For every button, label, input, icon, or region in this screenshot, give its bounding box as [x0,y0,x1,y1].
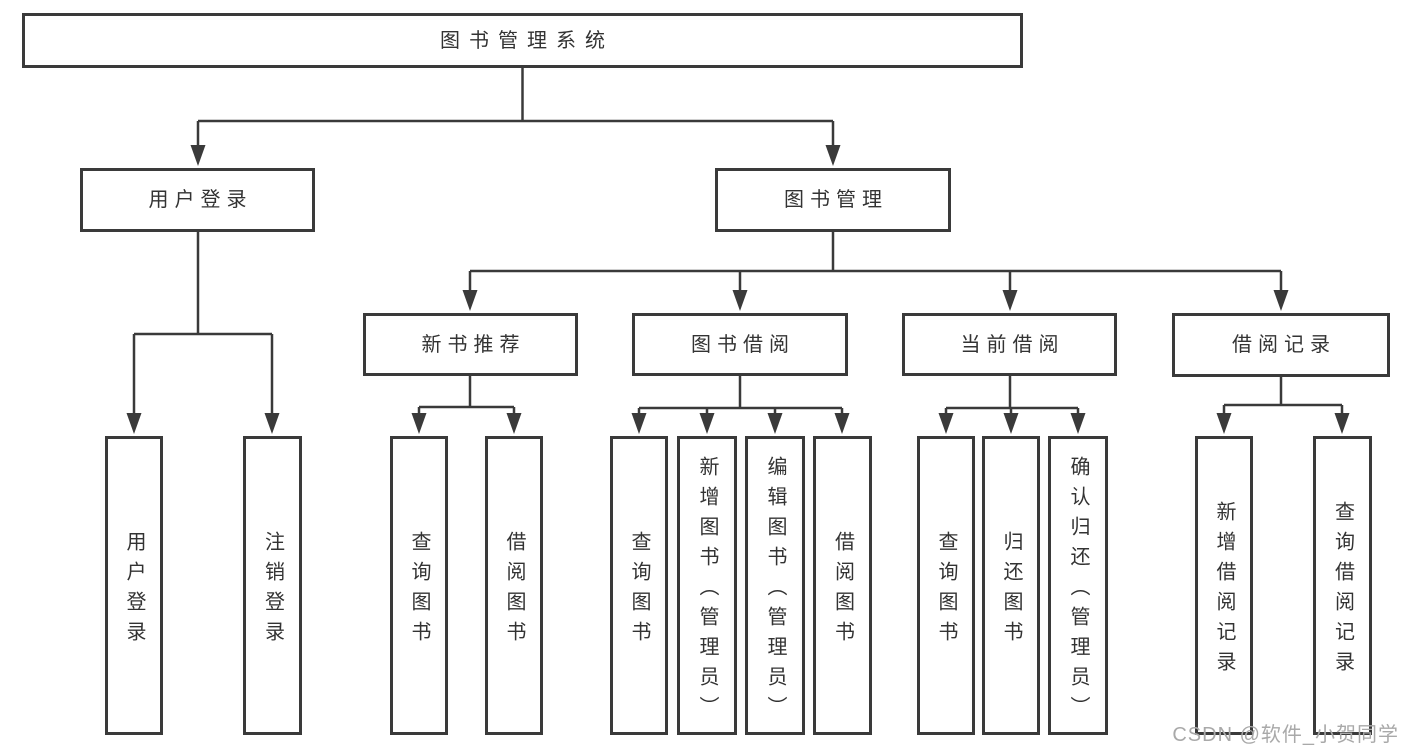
leaf-borrow-books: 借阅图书 [813,436,872,735]
node-book-management: 图书管理 [715,168,951,232]
leaf-logout-label: 注销登录 [261,530,284,651]
node-book-borrow: 图书借阅 [632,313,848,376]
node-book-borrow-label: 图书借阅 [691,333,795,356]
leaf-current-query-books-label: 查询图书 [935,530,957,651]
leaf-logout: 注销登录 [243,436,302,735]
leaf-user-login: 用户登录 [105,436,163,735]
leaf-borrow-query-books-label: 查询图书 [628,530,650,651]
node-root-label: 图书管理系统 [440,29,614,52]
node-current-borrow: 当前借阅 [902,313,1117,376]
node-book-management-label: 图书管理 [784,189,888,211]
node-user-login: 用户登录 [80,168,315,232]
leaf-confirm-return-admin: 确认归还（管理员） [1048,436,1108,735]
node-new-book-recommend: 新书推荐 [363,313,578,376]
leaf-confirm-return-admin-label: 确认归还（管理员） [1067,455,1089,726]
node-borrow-records-label: 借阅记录 [1232,334,1336,356]
leaf-borrow-books-label: 借阅图书 [831,530,854,651]
leaf-add-borrow-record: 新增借阅记录 [1195,436,1253,735]
leaf-borrow-query-books: 查询图书 [610,436,668,735]
leaf-add-books-admin-label: 新增图书（管理员） [696,455,718,726]
arrowhead-icons [126,145,1350,434]
leaf-return-books-label: 归还图书 [1000,530,1022,651]
leaf-add-borrow-record-label: 新增借阅记录 [1213,500,1235,681]
node-borrow-records: 借阅记录 [1172,313,1390,377]
leaf-add-books-admin: 新增图书（管理员） [677,436,737,735]
leaf-current-query-books: 查询图书 [917,436,975,735]
leaf-query-borrow-record: 查询借阅记录 [1313,436,1372,735]
leaf-recommend-borrow-books-label: 借阅图书 [503,530,525,651]
leaf-query-borrow-record-label: 查询借阅记录 [1331,500,1354,681]
node-user-login-label: 用户登录 [148,189,253,211]
node-current-borrow-label: 当前借阅 [960,333,1065,356]
leaf-recommend-query-books: 查询图书 [390,436,448,735]
leaf-recommend-query-books-label: 查询图书 [408,530,430,651]
node-root: 图书管理系统 [22,13,1023,68]
leaf-edit-books-admin: 编辑图书（管理员） [745,436,805,735]
node-new-book-recommend-label: 新书推荐 [421,333,526,356]
leaf-edit-books-admin-label: 编辑图书（管理员） [764,455,786,726]
csdn-watermark: CSDN @软件_小贺同学 [1172,724,1399,746]
leaf-user-login-label: 用户登录 [123,530,145,651]
leaf-return-books: 归还图书 [982,436,1040,735]
leaf-recommend-borrow-books: 借阅图书 [485,436,543,735]
